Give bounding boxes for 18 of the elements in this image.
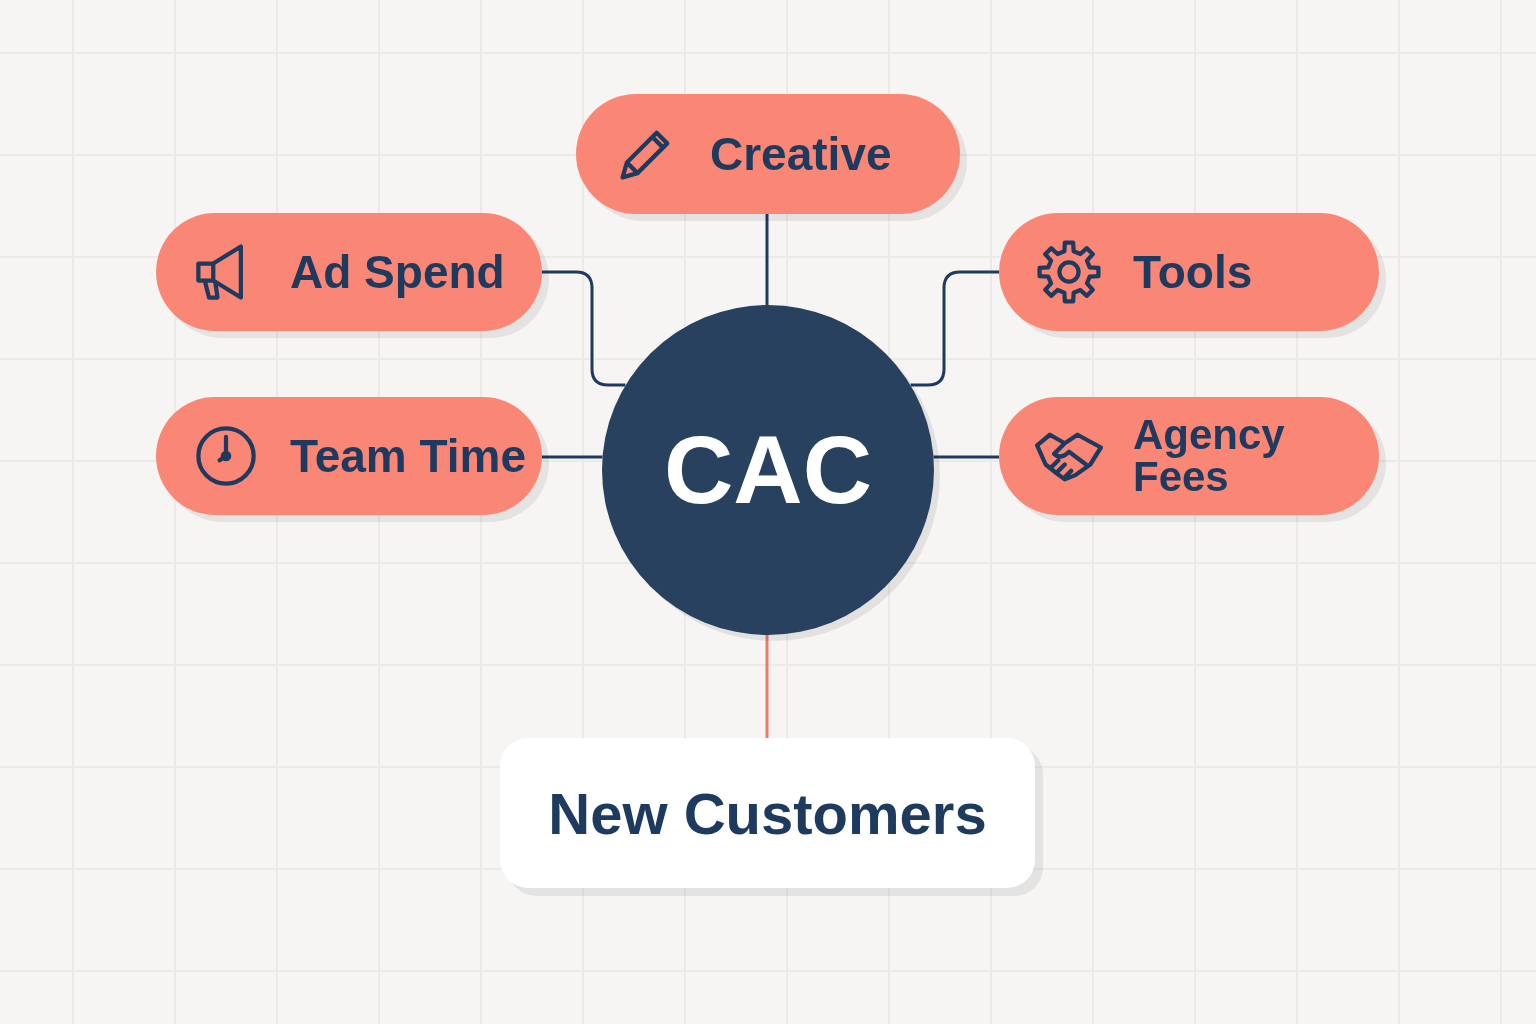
node-label: New Customers xyxy=(548,779,987,847)
cost-pill xyxy=(999,213,1379,331)
connector-line xyxy=(542,455,603,459)
connector-line xyxy=(765,635,769,738)
cost-pill xyxy=(576,94,960,214)
node-label: Creative xyxy=(710,131,892,177)
cost-pill xyxy=(999,397,1379,515)
connector-line xyxy=(910,270,999,387)
node-label: Tools xyxy=(1133,249,1253,295)
cost-pill xyxy=(156,213,542,331)
node-label: CAC xyxy=(664,415,872,525)
cost-pill xyxy=(156,397,542,515)
node-label: Team Time xyxy=(290,433,527,479)
result-card xyxy=(500,738,1035,888)
node-label: Agency Fees xyxy=(1133,414,1286,498)
connector-line xyxy=(933,455,999,459)
connector-line xyxy=(765,214,769,305)
connector-line xyxy=(542,270,626,387)
